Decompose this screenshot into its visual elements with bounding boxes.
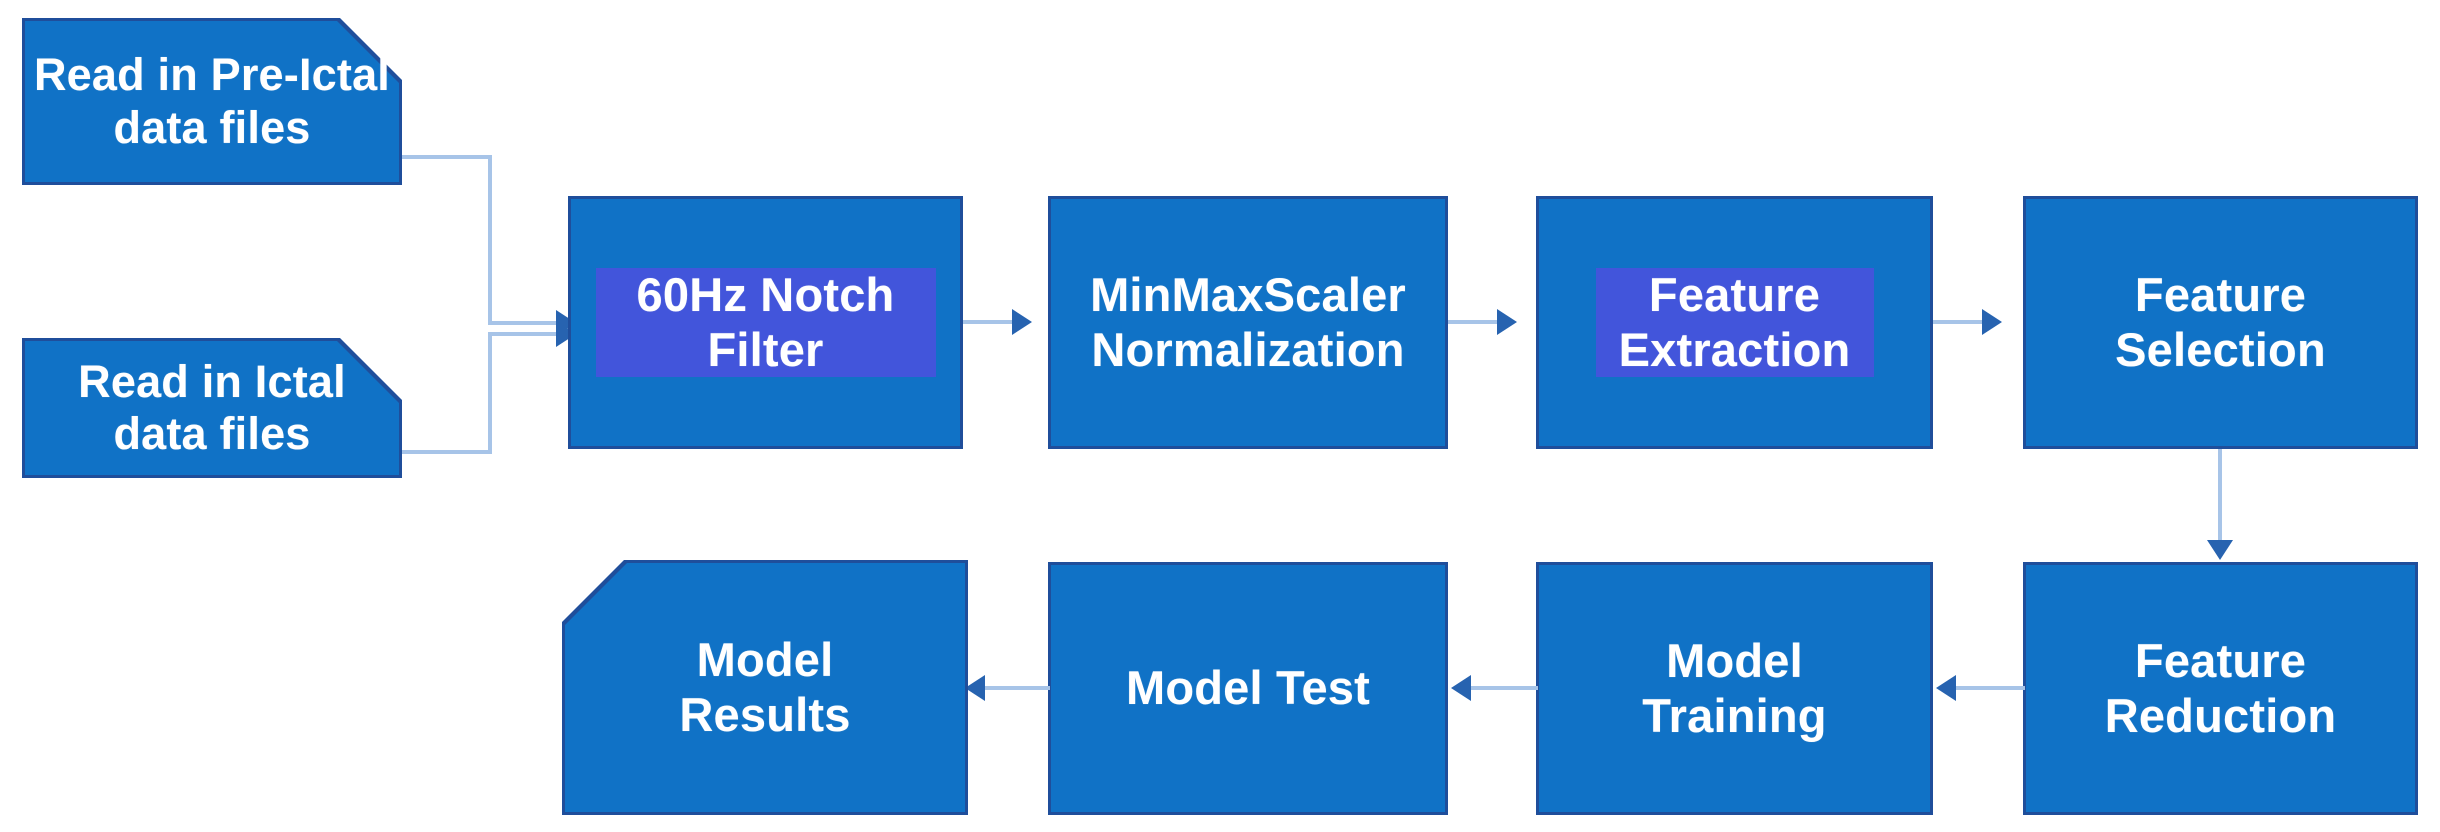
- edge-reduction-training-arrowhead: [1936, 675, 1956, 701]
- node-model-results[interactable]: Model Results: [562, 560, 968, 815]
- node-minmax-normalization[interactable]: MinMaxScaler Normalization: [1048, 196, 1448, 449]
- edge-selection-reduction-arrowhead: [2207, 540, 2233, 560]
- node-label: MinMaxScaler Normalization: [1090, 267, 1406, 376]
- edge-selection-reduction: [2218, 449, 2222, 547]
- node-label: Model Test: [1126, 661, 1370, 715]
- edge-minmax-extraction: [1448, 320, 1508, 324]
- edge-pre-ictal-seg3: [488, 321, 572, 325]
- edge-notch-minmax-arrowhead: [1012, 309, 1032, 335]
- node-notch-filter[interactable]: 60Hz Notch Filter: [568, 196, 963, 449]
- node-read-pre-ictal[interactable]: Read in Pre-Ictal data files: [22, 18, 402, 185]
- edge-test-results-arrowhead: [965, 675, 985, 701]
- edge-ictal-seg1: [402, 450, 492, 454]
- node-label: Model Results: [679, 632, 851, 741]
- node-feature-reduction[interactable]: Feature Reduction: [2023, 562, 2418, 815]
- edge-minmax-extraction-arrowhead: [1497, 309, 1517, 335]
- node-fill: [25, 21, 399, 182]
- node-fill: [25, 341, 399, 475]
- edge-ictal-seg2: [488, 332, 492, 454]
- node-model-training[interactable]: Model Training: [1536, 562, 1933, 815]
- edge-pre-ictal-seg2: [488, 155, 492, 325]
- node-label: Feature Selection: [2115, 267, 2326, 376]
- node-label: Read in Pre-Ictal data files: [33, 49, 391, 153]
- node-label: Read in Ictal data files: [78, 355, 346, 459]
- node-label: 60Hz Notch Filter: [595, 267, 936, 378]
- node-model-test[interactable]: Model Test: [1048, 562, 1448, 815]
- node-label: Feature Reduction: [2104, 633, 2337, 742]
- edge-notch-minmax: [963, 320, 1023, 324]
- node-label: Feature Extraction: [1595, 267, 1874, 378]
- node-label: Model Training: [1642, 633, 1827, 742]
- edge-test-results: [982, 686, 1050, 690]
- node-read-ictal[interactable]: Read in Ictal data files: [22, 338, 402, 478]
- edge-extraction-selection-arrowhead: [1982, 309, 2002, 335]
- edge-ictal-seg3: [488, 332, 572, 336]
- edge-training-test-arrowhead: [1451, 675, 1471, 701]
- edge-training-test: [1468, 686, 1538, 690]
- node-fill: [565, 563, 965, 812]
- edge-extraction-selection: [1933, 320, 1993, 324]
- edge-reduction-training: [1953, 686, 2025, 690]
- node-feature-extraction[interactable]: Feature Extraction: [1536, 196, 1933, 449]
- node-feature-selection[interactable]: Feature Selection: [2023, 196, 2418, 449]
- edge-pre-ictal-seg1: [402, 155, 492, 159]
